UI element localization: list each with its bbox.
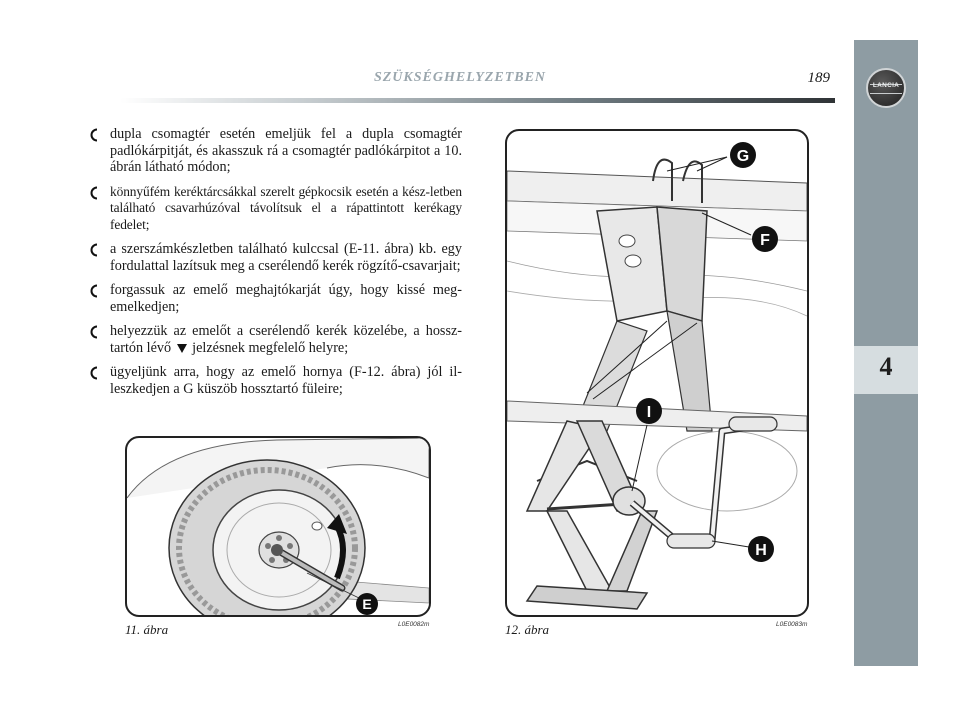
figure-12-caption: 12. ábra	[505, 622, 550, 637]
chapter-number: 4	[879, 352, 893, 381]
circle-bullet-icon	[90, 325, 98, 339]
label-F: F	[760, 232, 770, 249]
figure-11-illustration: E	[127, 438, 429, 615]
header-rule	[120, 98, 835, 103]
circle-bullet-icon	[90, 243, 98, 257]
list-item-text: forgassuk az emelő meghajtókarját úgy, h…	[110, 282, 462, 315]
list-item: helyezzük az emelőt a cserélendő kerék k…	[88, 323, 462, 356]
label-G: G	[737, 148, 749, 165]
list-item-text: ügyeljünk arra, hogy az emelő hornya (F-…	[110, 364, 462, 397]
figure-12-illustration: G F I H	[507, 142, 807, 610]
list-item: könnyűfém keréktárcsákkal szerelt gépkoc…	[88, 184, 462, 234]
label-I: I	[647, 404, 651, 421]
list-item-text: könnyűfém keréktárcsákkal szerelt gépkoc…	[110, 183, 462, 232]
figure-12-code: L0E0083m	[776, 621, 808, 628]
circle-bullet-icon	[90, 284, 98, 298]
list-item-text-before: helyezzük az emelőt a cserélendő kerék k…	[110, 323, 462, 356]
list-item: ügyeljünk arra, hogy az emelő hornya (F-…	[88, 364, 462, 397]
instruction-list: dupla csomagtér esetén emeljük fel a dup…	[88, 126, 462, 405]
figure-11-wheel-wrench: E	[125, 436, 431, 617]
chapter-band	[854, 346, 918, 394]
label-E: E	[362, 596, 371, 612]
list-item-text: dupla csomagtér esetén emeljük fel a dup…	[110, 126, 462, 175]
lancia-logo-bar	[870, 84, 902, 94]
circle-bullet-icon	[90, 128, 98, 142]
page-number: 189	[807, 70, 831, 86]
list-item-text: helyezzük az emelőt a cserélendő kerék k…	[110, 323, 462, 356]
list-item: forgassuk az emelő meghajtókarját úgy, h…	[88, 282, 462, 315]
circle-bullet-icon	[90, 186, 98, 199]
lancia-logo	[866, 68, 906, 108]
list-item: a szerszámkészletben található kulccsal …	[88, 241, 462, 274]
label-H: H	[755, 542, 767, 559]
page-header-title: SZÜKSÉGHELYZETBEN	[373, 70, 547, 85]
list-item-text: a szerszámkészletben található kulccsal …	[110, 241, 462, 274]
figure-12-jack-placement: G F I H	[505, 129, 809, 617]
down-triangle-icon	[176, 343, 187, 353]
list-item: dupla csomagtér esetén emeljük fel a dup…	[88, 126, 462, 176]
lancia-logo-text: LANCIA	[872, 82, 900, 89]
circle-bullet-icon	[90, 366, 98, 380]
figure-11-caption: 11. ábra	[125, 622, 169, 637]
list-item-text-after: jelzésnek megfelelő helyre;	[192, 339, 349, 356]
figure-11-code: L0E0082m	[398, 621, 430, 628]
